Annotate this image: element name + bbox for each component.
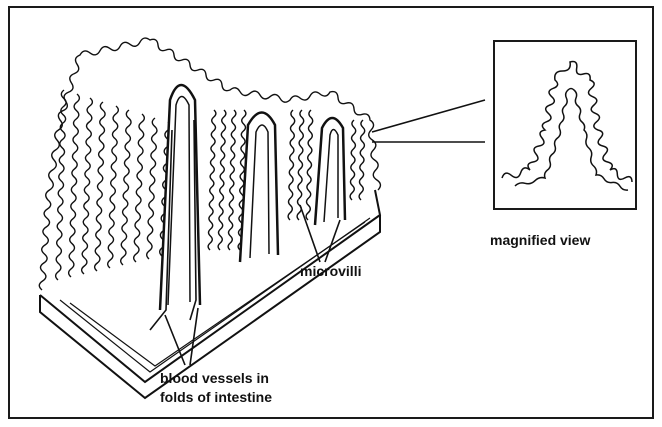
magnified-view-box (493, 40, 637, 210)
villus-fold-1 (160, 85, 200, 310)
blood-vessels-label-line1: blood vessels in (160, 369, 269, 387)
blood-vessels-label-line2: folds of intestine (160, 388, 272, 406)
villus-fold-3 (315, 118, 345, 225)
magnified-view-label: magnified view (490, 231, 590, 249)
microvilli-label: microvilli (300, 262, 361, 280)
villus-fold-2 (240, 113, 278, 263)
